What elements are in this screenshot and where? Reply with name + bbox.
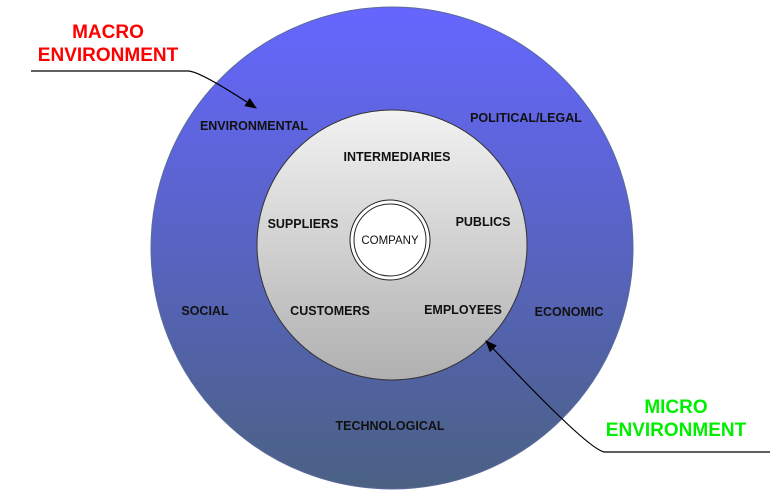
macro-callout-line1: MACRO (72, 22, 144, 43)
factor-economic: ECONOMIC (535, 305, 604, 319)
factor-customers: CUSTOMERS (290, 304, 370, 318)
factor-suppliers: SUPPLIERS (268, 217, 339, 231)
micro-callout-line1: MICRO (644, 397, 707, 418)
company-circle-inner (353, 203, 427, 277)
macro-callout-line2: ENVIRONMENT (38, 45, 179, 66)
factor-publics: PUBLICS (456, 215, 511, 229)
micro-callout-arrow (485, 340, 770, 453)
macro-callout-arrow (31, 70, 258, 109)
factor-technological: TECHNOLOGICAL (335, 419, 444, 433)
factor-environmental: ENVIRONMENTAL (200, 119, 308, 133)
factor-political-legal: POLITICAL/LEGAL (470, 111, 582, 125)
company-label: COMPANY (361, 235, 419, 247)
micro-callout-line2: ENVIRONMENT (606, 420, 747, 441)
factor-social: SOCIAL (181, 304, 229, 318)
factor-employees: EMPLOYEES (424, 303, 502, 317)
factor-intermediaries: INTERMEDIARIES (344, 150, 451, 164)
